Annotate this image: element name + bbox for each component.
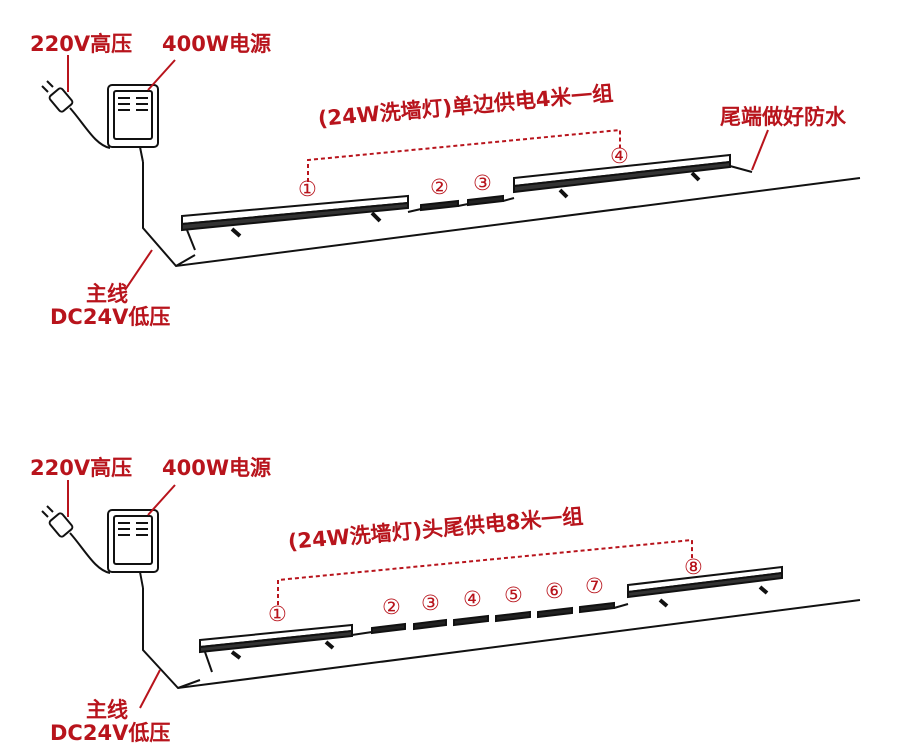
- fixture-short-3b: [413, 618, 447, 631]
- fixture-number-7: ⑦: [585, 574, 604, 598]
- group-bracket-1: [307, 128, 621, 182]
- power-plug-icon: [41, 80, 111, 149]
- label-dc24v-low-voltage: DC24V低压: [50, 305, 171, 329]
- group-bracket-2: [277, 538, 693, 605]
- label-tail-waterproof: 尾端做好防水: [720, 105, 846, 129]
- fixture-number-3: ③: [473, 171, 492, 195]
- fixture-long-8b: [627, 565, 783, 608]
- fixture-number-6: ⑥: [545, 579, 564, 603]
- fixture-number-2: ②: [430, 175, 449, 199]
- label-dc24v-low-voltage: DC24V低压: [50, 721, 171, 745]
- fixture-short-5b: [495, 610, 531, 623]
- label-main-line: 主线: [86, 698, 128, 722]
- fixture-short-2: [420, 199, 459, 212]
- fixture-number-8: ⑧: [684, 555, 703, 579]
- fixture-number-4: ④: [610, 144, 629, 168]
- fixture-long-1: [181, 194, 409, 251]
- fixture-number-4: ④: [463, 587, 482, 611]
- fixture-short-2b: [371, 622, 406, 635]
- fixture-number-2: ②: [382, 595, 401, 619]
- label-400w-power-supply: 400W电源: [162, 456, 271, 480]
- power-plug-icon: [41, 505, 111, 574]
- fixture-long-1b: [199, 623, 353, 673]
- label-220v-high-voltage: 220V高压: [30, 456, 133, 480]
- fixture-number-1: ①: [268, 602, 287, 626]
- main-cable-1: [142, 162, 861, 268]
- fixture-short-7b: [579, 601, 615, 614]
- fixture-short-6b: [537, 606, 573, 619]
- diagram-2-drawing: [41, 480, 861, 709]
- label-400w-power-supply: 400W电源: [162, 32, 271, 56]
- fixture-short-4b: [453, 614, 489, 627]
- label-main-line: 主线: [86, 282, 128, 306]
- power-supply-icon: [107, 509, 159, 589]
- diagram-1-drawing: [41, 55, 861, 291]
- fixture-short-3: [467, 194, 504, 207]
- fixture-long-4: [513, 153, 753, 199]
- label-220v-high-voltage: 220V高压: [30, 32, 133, 56]
- fixture-number-3: ③: [421, 591, 440, 615]
- fixture-number-1: ①: [298, 177, 317, 201]
- fixture-number-5: ⑤: [504, 583, 523, 607]
- power-supply-icon: [107, 84, 159, 163]
- main-cable-2: [142, 588, 861, 690]
